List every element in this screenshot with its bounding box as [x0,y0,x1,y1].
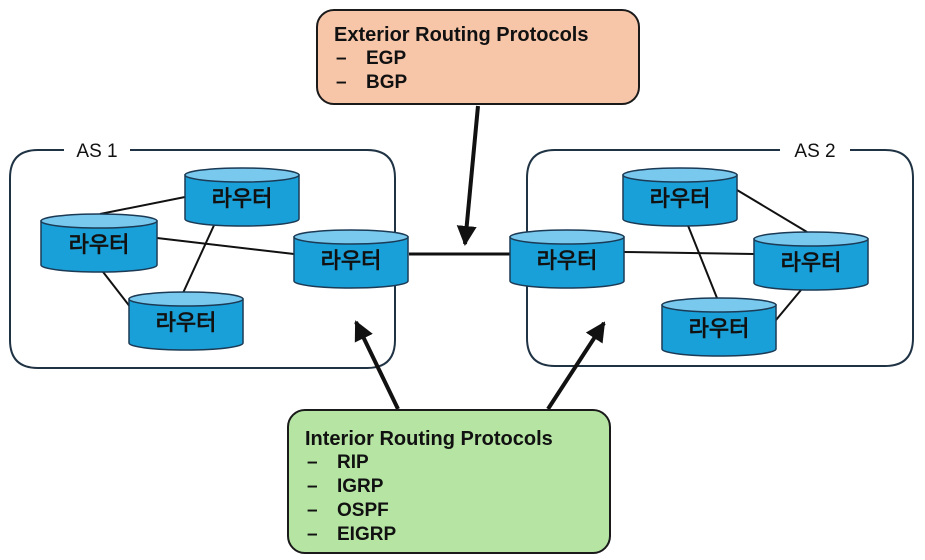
router-label: 라우터 [69,233,130,258]
router-body [753,238,869,291]
list-item: – EIGRP [305,523,609,547]
link-as2-r1-r2 [736,189,808,233]
list-dash: – [307,476,318,497]
interior-arrow-as2 [546,321,606,411]
router-as1-border: 라우터 [293,229,409,289]
list-dash: – [307,524,318,545]
list-item: – RIP [305,451,609,475]
link-as1-r2-r4 [156,237,295,255]
router-label: 라우터 [650,187,711,212]
interior-item-igrp: IGRP [337,476,384,497]
interior-item-ospf: OSPF [337,500,389,521]
router-top [622,167,738,183]
link-as2-r4-r2 [623,251,755,255]
exterior-item-egp: EGP [366,48,407,69]
interior-arrow-as1 [354,320,400,410]
list-dash: – [307,500,318,521]
interior-item-rip: RIP [337,452,369,473]
as1-label: AS 1 [76,141,117,162]
router-top [661,297,777,313]
exterior-item-bgp: BGP [366,72,408,93]
router-body [128,298,244,351]
router-body [509,236,625,289]
exterior-title: Exterior Routing Protocols [334,24,589,46]
router-as2-bottom: 라우터 [661,297,777,357]
exterior-arrow [456,105,480,246]
router-as2-border: 라우터 [509,229,625,289]
router-label: 라우터 [321,249,382,274]
router-as1-left: 라우터 [40,213,158,273]
as1-boundary: AS 1 [9,141,396,369]
list-item: – OSPF [305,499,609,523]
list-dash: – [336,48,347,69]
exterior-list: – EGP – BGP [334,47,638,95]
router-as1-top: 라우터 [184,167,300,227]
list-item: – BGP [334,71,638,95]
interior-protocols-box: Interior Routing Protocols – RIP – IGRP … [287,409,611,554]
list-item: – IGRP [305,475,609,499]
router-body [661,304,777,357]
as2-boundary: AS 2 [526,141,914,367]
router-as2-right: 라우터 [753,231,869,291]
link-as1-r2-r1 [99,195,191,215]
list-dash: – [336,72,347,93]
router-label: 라우터 [212,187,273,212]
router-body [184,174,300,227]
router-top [184,167,300,183]
link-as2-r1-r3 [682,212,718,299]
router-label: 라우터 [537,249,598,274]
router-label: 라우터 [781,251,842,276]
interior-list: – RIP – IGRP – OSPF – EIGRP [305,451,609,547]
interior-title: Interior Routing Protocols [305,428,553,450]
router-body [622,174,738,227]
router-top [753,231,869,247]
router-label: 라우터 [689,317,750,342]
router-body [40,220,158,273]
router-body [293,236,409,289]
as2-label: AS 2 [794,141,835,162]
router-top [128,291,244,307]
interior-item-eigrp: EIGRP [337,524,397,545]
router-label: 라우터 [156,311,217,336]
list-item: – EGP [334,47,638,71]
router-top [509,229,625,245]
router-top [293,229,409,245]
router-as2-top: 라우터 [622,167,738,227]
router-as1-bottom: 라우터 [128,291,244,351]
exterior-protocols-box: Exterior Routing Protocols – EGP – BGP [316,9,640,105]
list-dash: – [307,452,318,473]
router-top [40,213,158,229]
